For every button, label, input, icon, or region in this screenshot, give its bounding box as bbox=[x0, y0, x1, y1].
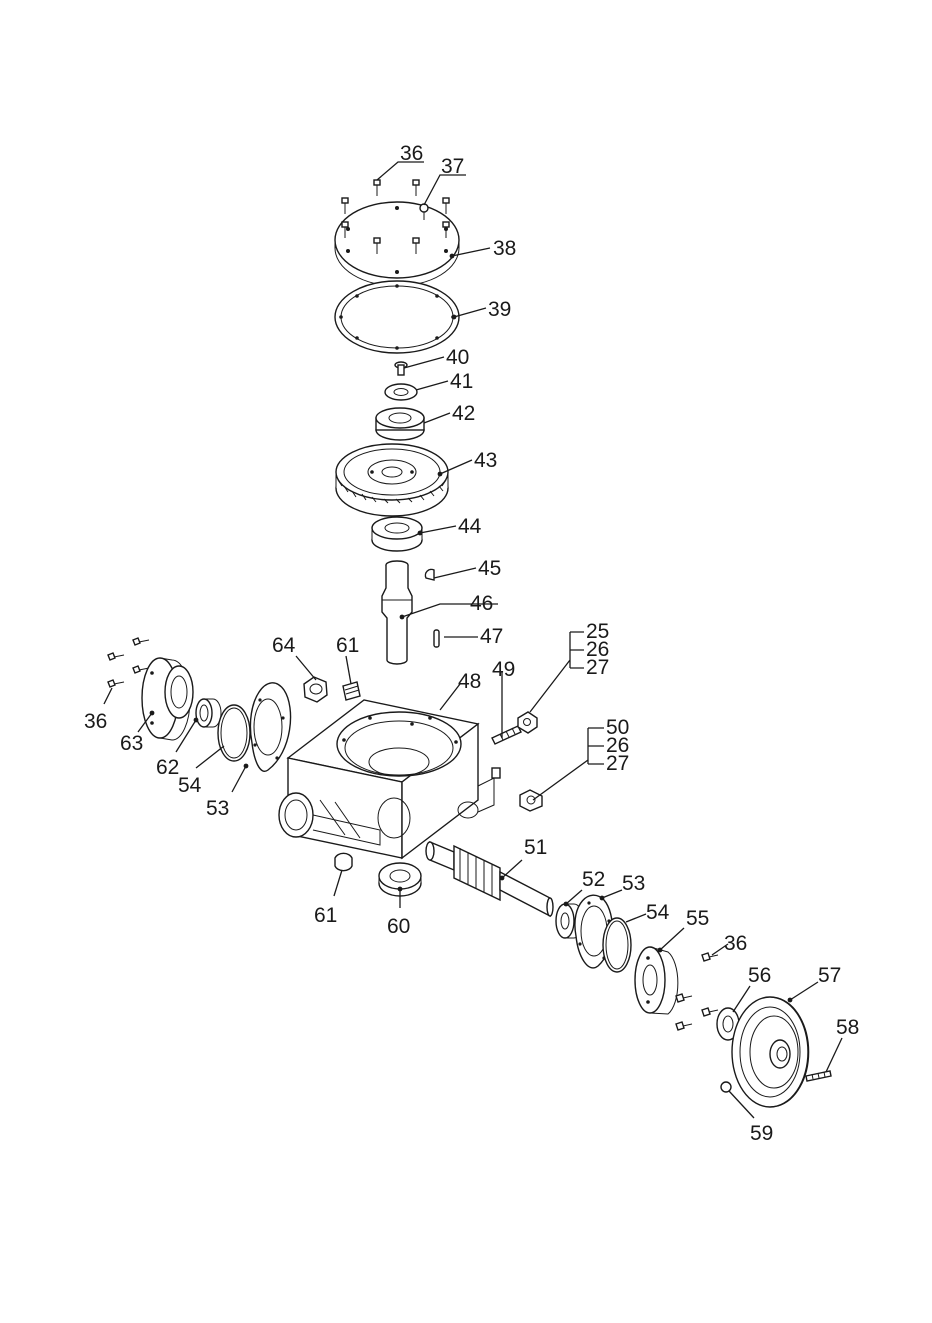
gasket bbox=[335, 281, 459, 353]
nut-25-26-27 bbox=[518, 712, 537, 733]
label-55: 55 bbox=[686, 907, 709, 930]
label-43: 43 bbox=[474, 449, 497, 472]
top-cover-plate bbox=[335, 202, 459, 286]
label-57: 57 bbox=[818, 964, 841, 987]
label-64: 64 bbox=[272, 634, 296, 657]
part-labels: 36 37 38 39 40 41 42 43 44 45 46 47 48 4… bbox=[84, 142, 859, 1145]
label-37: 37 bbox=[441, 155, 464, 178]
label-39: 39 bbox=[488, 298, 511, 321]
plug-50-26-27 bbox=[520, 790, 542, 811]
key-58 bbox=[806, 1071, 831, 1081]
label-53-right: 53 bbox=[622, 872, 645, 895]
label-60: 60 bbox=[387, 915, 410, 938]
gear-housing bbox=[279, 700, 500, 858]
label-52: 52 bbox=[582, 868, 605, 891]
bolts-36-left bbox=[108, 638, 149, 687]
label-49: 49 bbox=[492, 658, 515, 681]
label-46: 46 bbox=[470, 592, 493, 615]
label-45: 45 bbox=[478, 557, 501, 580]
washer-41 bbox=[385, 384, 417, 400]
label-36-right: 36 bbox=[724, 932, 747, 955]
pin-47 bbox=[434, 630, 439, 647]
pulley-57 bbox=[732, 997, 809, 1107]
callout-dots bbox=[150, 254, 793, 1003]
leader-lines bbox=[104, 162, 842, 1118]
gasket-53-left bbox=[250, 683, 290, 771]
end-cap-55 bbox=[635, 947, 678, 1014]
label-54-right: 54 bbox=[646, 901, 670, 924]
bolts-36-right bbox=[676, 953, 718, 1030]
label-47: 47 bbox=[480, 625, 503, 648]
flange-63 bbox=[142, 658, 193, 740]
seal-62 bbox=[196, 699, 221, 727]
label-63: 63 bbox=[120, 732, 143, 755]
label-41: 41 bbox=[450, 370, 473, 393]
bearing-44 bbox=[372, 517, 422, 551]
plug-61-bottom bbox=[335, 853, 352, 870]
nut-64 bbox=[304, 677, 327, 702]
label-36-top: 36 bbox=[400, 142, 423, 165]
label-58: 58 bbox=[836, 1016, 859, 1039]
worm-gear bbox=[336, 444, 448, 516]
label-38: 38 bbox=[493, 237, 516, 260]
label-51: 51 bbox=[524, 836, 547, 859]
shaft-46 bbox=[382, 561, 412, 664]
label-36-left: 36 bbox=[84, 710, 107, 733]
label-48: 48 bbox=[458, 670, 481, 693]
label-61-bottom: 61 bbox=[314, 904, 337, 927]
label-54-left: 54 bbox=[178, 774, 202, 797]
plug-61-top bbox=[343, 682, 360, 700]
bearing-42 bbox=[376, 408, 424, 440]
o-ring-54-right bbox=[603, 918, 631, 972]
label-53-left: 53 bbox=[206, 797, 229, 820]
o-ring-54-left bbox=[218, 705, 250, 761]
label-27-upper: 27 bbox=[586, 656, 609, 679]
label-59: 59 bbox=[750, 1122, 773, 1145]
label-42: 42 bbox=[452, 402, 475, 425]
key-45 bbox=[425, 569, 434, 580]
label-62: 62 bbox=[156, 756, 179, 779]
set-screw-59 bbox=[721, 1082, 731, 1092]
label-56: 56 bbox=[748, 964, 771, 987]
stud-49 bbox=[492, 726, 521, 744]
screw-40 bbox=[395, 362, 407, 375]
label-44: 44 bbox=[458, 515, 482, 538]
label-27-lower: 27 bbox=[606, 752, 629, 775]
label-61-top: 61 bbox=[336, 634, 359, 657]
label-40: 40 bbox=[446, 346, 469, 369]
